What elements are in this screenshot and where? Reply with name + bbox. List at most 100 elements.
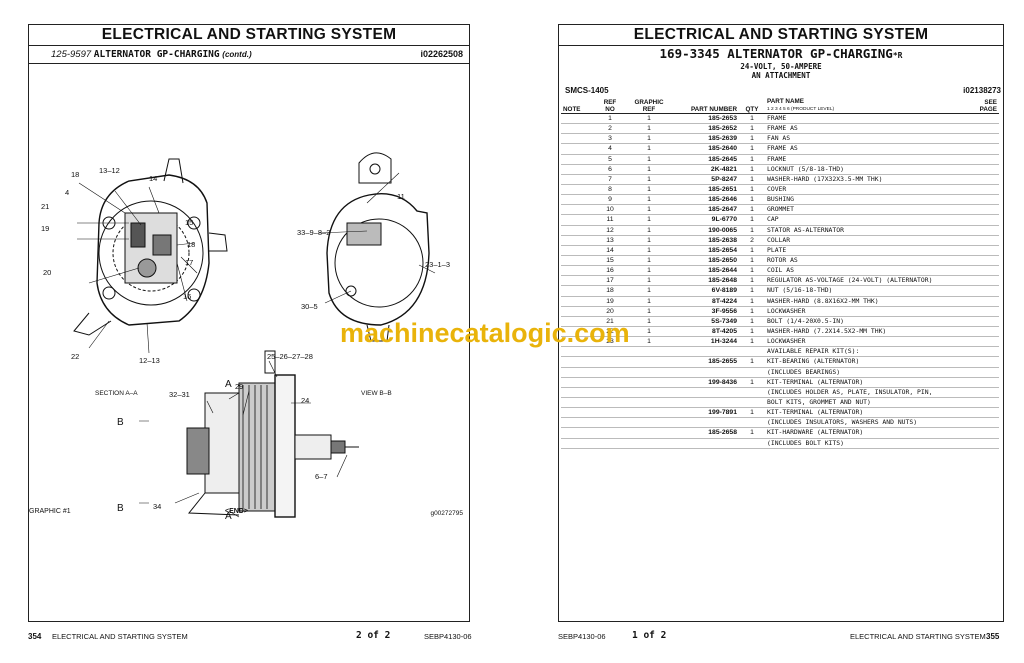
see-page-cell [969,438,999,449]
see-page-cell [969,417,999,429]
callout-32-31: 32–31 [169,390,190,399]
part-name-cell: KIT-TERMINAL (ALTERNATOR) [765,407,969,419]
graphic-cell: 1 [625,275,673,287]
see-page-cell [969,275,999,287]
see-page-cell [969,225,999,236]
ref-cell: 1 [595,113,625,125]
callout-19: 19 [41,224,49,233]
part-number-cell: 8T-4224 [673,296,739,307]
note-cell [561,123,595,135]
part-number-cell: 185-2644 [673,265,739,277]
ref-cell: 18 [595,285,625,297]
part-name-cell: KIT-TERMINAL (ALTERNATOR) [765,377,969,388]
part-name-cell: LOCKWASHER [765,336,969,348]
left-footer-doc: SEBP4130-06 [424,632,472,641]
graphic-cell: 1 [625,154,673,165]
see-page-cell [969,265,999,277]
note-cell [561,194,595,206]
qty-cell: 1 [739,225,765,236]
qty-cell: 1 [739,265,765,277]
right-footer-doc: SEBP4130-06 [558,632,606,641]
see-page-cell [969,164,999,175]
note-cell [561,275,595,287]
part-name-cell: GROMMET [765,204,969,216]
qty-cell: 1 [739,326,765,338]
callout-labels: 18 13–12 14 4 21 19 15 18 17 20 16 22 12… [41,166,450,522]
qty-cell: 1 [739,143,765,155]
part-name-cell: KIT-HARDWARE (ALTERNATOR) [765,427,969,439]
qty-cell: 1 [739,285,765,297]
see-page-cell [969,346,999,358]
see-page-cell [969,154,999,165]
right-group-title: 169-3345 ALTERNATOR GP-CHARGING*R [659,46,903,61]
ref-cell [595,397,625,409]
part-name-cell: FRAME AS [765,143,969,155]
callout-20: 20 [43,268,51,277]
note-cell [561,427,595,439]
graphic-cell: 1 [625,316,673,327]
callout-33-9-8-2: 33–9–8–2 [297,228,330,237]
part-number-cell: 185-2640 [673,143,739,155]
qty-cell: 1 [739,123,765,135]
right-page: ELECTRICAL AND STARTING SYSTEM 169-3345 … [534,0,1024,663]
qty-cell [739,438,765,449]
ref-cell: 19 [595,296,625,307]
see-page-cell [969,356,999,368]
graphic-cell: 1 [625,143,673,155]
graphic-cell: 1 [625,164,673,175]
graphic-cell: 1 [625,336,673,348]
part-name-cell: WASHER-HARD (17X32X3.5-MM THK) [765,174,969,185]
view-b-b-drawing [326,152,430,342]
callout-a-bottom: A [225,511,232,522]
note-cell [561,306,595,317]
callout-14: 14 [149,174,157,183]
left-group-name: ALTERNATOR GP-CHARGING [93,49,220,60]
note-cell [561,174,595,185]
leader-lines [77,172,436,518]
see-page-cell [969,174,999,185]
part-name-cell: LOCKNUT (5/8-18-THD) [765,164,969,175]
note-cell [561,326,595,338]
note-cell [561,113,595,125]
graphic-cell: 1 [625,255,673,267]
table-row: BOLT KITS, GROMMET AND NUT) [561,397,999,409]
see-page-cell [969,285,999,297]
note-cell [561,336,595,348]
see-page-cell [969,143,999,155]
note-cell [561,397,595,409]
qty-cell: 1 [739,275,765,287]
ref-cell: 16 [595,265,625,277]
qty-cell [739,397,765,409]
part-number-cell: 190-0065 [673,225,739,236]
note-cell [561,417,595,429]
graphic-cell: 1 [625,285,673,297]
part-name-cell: (INCLUDES BEARINGS) [765,367,969,378]
qty-cell [739,387,765,398]
ref-cell: 21 [595,316,625,327]
left-page-frame: ELECTRICAL AND STARTING SYSTEM 125-9597 … [28,24,470,622]
left-footer-system: ELECTRICAL AND STARTING SYSTEM [52,632,188,641]
callout-34: 34 [153,502,161,511]
left-group-suffix: (contd.) [222,50,252,59]
note-cell [561,377,595,388]
see-page-cell [969,255,999,267]
right-footer-page-of: 1 of 2 [632,630,667,641]
part-name-cell: COIL AS [765,265,969,277]
qty-cell: 1 [739,407,765,419]
graphic-cell [625,356,673,368]
ref-cell: 23 [595,336,625,348]
part-name-cell: (INCLUDES INSULATORS, WASHERS AND NUTS) [765,417,969,429]
part-number-cell: 185-2647 [673,204,739,216]
ref-cell: 3 [595,133,625,145]
table-row: (INCLUDES BOLT KITS) [561,438,999,449]
graphic-cell [625,367,673,378]
ref-cell [595,356,625,368]
